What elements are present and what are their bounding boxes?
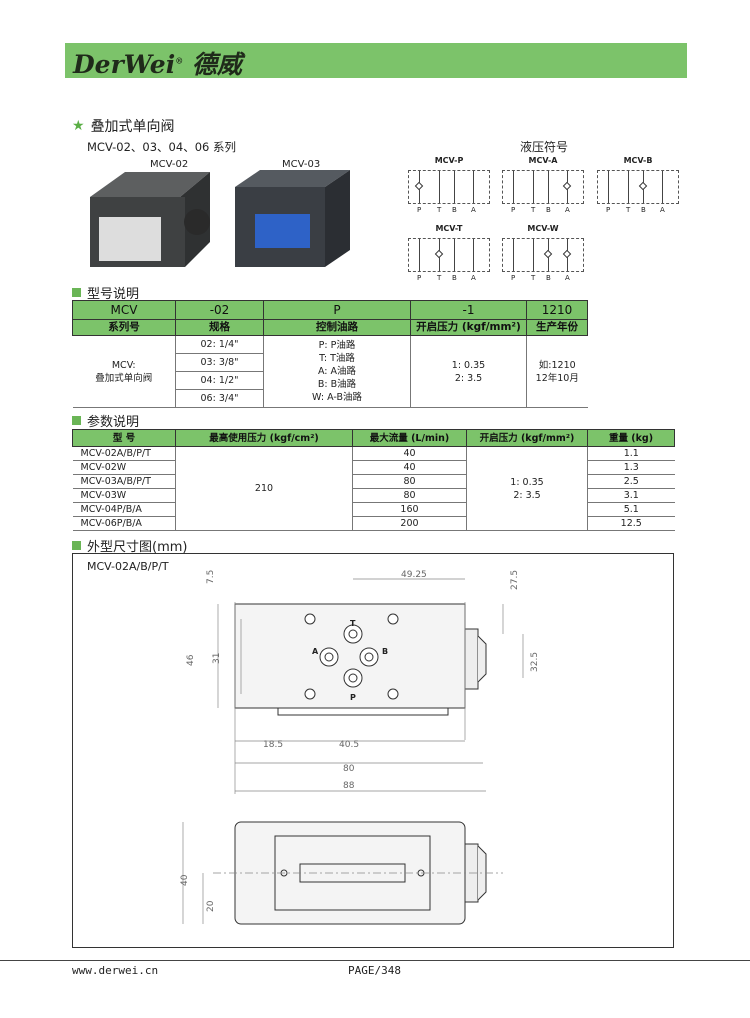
symbol-label: MCV-P <box>434 156 464 165</box>
param-table: 型 号最高使用压力 (kgf/cm²)最大流量 (L/min)开启压力 (kgf… <box>72 429 675 531</box>
check-valve-icon <box>562 181 572 191</box>
product-title: ★叠加式单向阀 <box>72 118 175 135</box>
svg-text:A: A <box>312 647 319 656</box>
square-icon <box>72 416 81 425</box>
section-model: 型号说明 <box>72 283 139 302</box>
brand-logo: DerWei® 德威 <box>73 50 242 79</box>
dim-label: 40 <box>180 874 190 886</box>
dim-label: 46 <box>186 654 196 666</box>
drawing-frame: MCV-02A/B/P/T 49.25 7.5 27.5 46 31 32.5 … <box>72 553 674 948</box>
symbols-title: 液压符号 <box>520 140 569 154</box>
svg-text:P: P <box>350 693 356 702</box>
section-params: 参数说明 <box>72 411 139 430</box>
svg-text:T: T <box>350 619 356 628</box>
check-valve-icon <box>562 249 572 259</box>
dim-label: 88 <box>343 781 355 791</box>
star-icon: ★ <box>72 118 85 134</box>
dim-label: 27.5 <box>510 570 520 590</box>
check-valve-icon <box>414 181 424 191</box>
svg-text:B: B <box>382 647 388 656</box>
dimension-drawing: 49.25 7.5 27.5 46 31 32.5 18.5 40.5 80 8… <box>180 570 540 925</box>
symbol-label: MCV-T <box>435 224 463 233</box>
symbol-label: MCV-B <box>623 156 653 165</box>
dim-label: 18.5 <box>263 740 283 750</box>
photo-label: MCV-03 <box>282 159 321 170</box>
dim-label: 80 <box>343 764 355 774</box>
footer-site[interactable]: www.derwei.cn <box>72 964 159 977</box>
symbol-label: MCV-W <box>527 224 559 233</box>
dim-label: 32.5 <box>530 652 540 672</box>
check-valve-icon <box>434 249 444 259</box>
square-icon <box>72 288 81 297</box>
section-drawing: 外型尺寸图(mm) <box>72 536 187 555</box>
dim-label: 40.5 <box>339 740 359 750</box>
product-subtitle: MCV-02、03、04、06 系列 <box>87 140 236 154</box>
footer-rule <box>0 960 750 961</box>
dim-label: 7.5 <box>206 570 216 584</box>
dim-label: 49.25 <box>401 570 427 580</box>
symbol-label: MCV-A <box>528 156 558 165</box>
header-banner: DerWei® 德威 <box>65 43 687 79</box>
product-photos <box>90 170 350 267</box>
drawing-model: MCV-02A/B/P/T <box>87 560 169 573</box>
photo-label: MCV-02 <box>150 159 189 170</box>
check-valve-icon <box>543 249 553 259</box>
dim-label: 20 <box>206 900 216 912</box>
dim-label: 31 <box>212 653 222 664</box>
square-icon <box>72 541 81 550</box>
check-valve-icon <box>638 181 648 191</box>
page-number: PAGE/348 <box>348 964 401 977</box>
